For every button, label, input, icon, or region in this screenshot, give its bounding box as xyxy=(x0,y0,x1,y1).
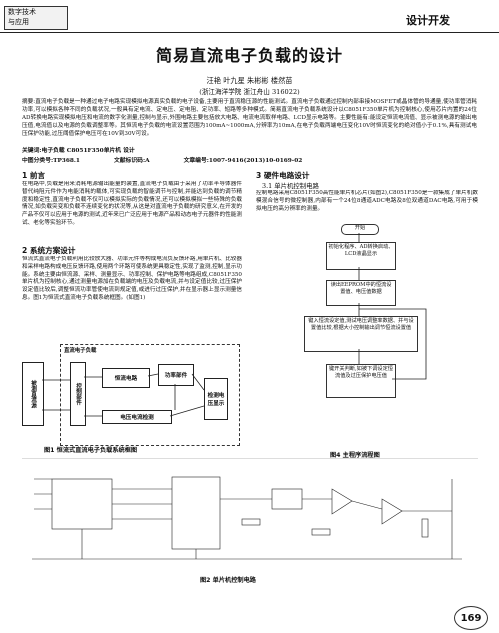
figure-4: 开始 初始化程序、AD转换启动、LCD液晶显示 读出EEPROM中的恒流设置值、… xyxy=(296,224,446,459)
flow-step-init: 初始化程序、AD转换启动、LCD液晶显示 xyxy=(326,242,396,270)
figure-1-connectors xyxy=(42,373,205,417)
block-control: 控制部件 xyxy=(70,362,86,426)
figure-1-caption: 图1 恒流式直流电子负载系统框图 xyxy=(44,447,138,454)
schematic-drawing xyxy=(32,476,462,560)
flow-step-read-eeprom: 读出EEPROM中的恒流设置值、电压值数据 xyxy=(326,280,396,306)
flow-step-set-compare: 键入恒流设定值,测试电压调整率数据、并与设置值比较,根据大小控制输出调节恒流设置… xyxy=(304,316,418,352)
block-power: 功率部件 xyxy=(158,364,194,386)
section-3-1-heading: 3.1 单片机控制电路 xyxy=(262,182,319,190)
block-sampling: 电压电流检测 xyxy=(102,410,172,424)
flow-step-key-check: 键开关判断,如被下调设定恒流值及过压保护电压值 xyxy=(326,364,396,398)
section-tag: 设计开发 xyxy=(406,14,450,27)
figure-4-connectors xyxy=(358,233,427,380)
figure-2-caption: 图2 单片机控制电路 xyxy=(200,577,256,584)
journal-logo xyxy=(4,6,68,30)
dashed-boundary-label: 直流电子负载 xyxy=(64,348,97,354)
page-header: 数字技术 与应用 设计开发 xyxy=(0,0,499,30)
article-number: 文章编号:1007-9416(2013)10-0169-02 xyxy=(183,158,303,164)
document-code: 文献标识码:A xyxy=(113,158,150,164)
authors: 汪艳 叶九星 朱彬彬 楼然苗 xyxy=(206,76,293,85)
classification-row: 中图分类号:TP368.1 文献标识码:A 文章编号:1007-9416(201… xyxy=(22,155,477,164)
dashed-boundary xyxy=(60,344,240,446)
block-source: 被测直流源 xyxy=(22,362,44,426)
block-display: 检测电压显示 xyxy=(204,378,228,420)
affiliation: (浙江海洋学院 浙江舟山 316022) xyxy=(199,88,300,96)
figure-4-caption: 图4 主程序流程图 xyxy=(330,452,380,459)
figure-1: 直流电子负载 被测直流源 控制部件 恒流电路 功率部件 电压电流检测 检测电压显… xyxy=(22,340,242,454)
figure-2: 图2 单片机控制电路 xyxy=(22,458,478,589)
abstract: 摘要:直流电子负载是一种通过电子电路实现模拟电源真实负载的电子设备,主要用于直流… xyxy=(22,99,477,137)
keywords: 关键词:电子负载 C8051F350单片机 设计 xyxy=(22,148,135,154)
paper-title: 简易直流电子负载的设计 xyxy=(155,46,343,65)
section-2-heading: 2 系统方案设计 xyxy=(22,246,76,255)
section-3-1-text: 控制电路采用C8051F350高性能单片机芯片(如图2),C8051F350是一… xyxy=(256,190,478,212)
section-2-text: 恒流式直流电子负载利用比较放大器、功率元件等构成电流负反馈环路,用单片机、比较器… xyxy=(22,256,242,301)
section-1-text: 在电路中,负载是用来消耗电源输出能量的装置,直流电子负载由于采用了功率半导体器件… xyxy=(22,181,242,226)
journal-name-line2: 与应用 xyxy=(8,18,29,26)
page-number: 169 xyxy=(454,606,488,630)
block-constant-current: 恒流电路 xyxy=(102,368,150,388)
flow-step-start: 开始 xyxy=(341,224,379,235)
section-1-heading: 1 前言 xyxy=(22,171,46,180)
clc-number: 中图分类号:TP368.1 xyxy=(22,158,80,164)
journal-name-line1: 数字技术 xyxy=(8,8,36,16)
header-rule xyxy=(0,32,499,33)
section-3-heading: 3 硬件电路设计 xyxy=(256,171,310,180)
